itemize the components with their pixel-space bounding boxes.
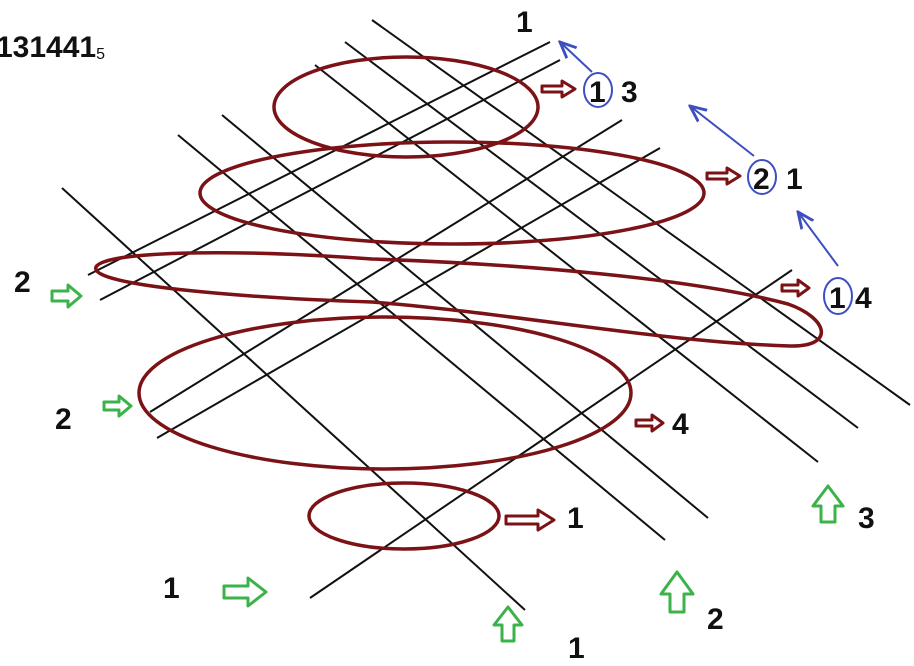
right-arrow-icon <box>504 508 556 532</box>
right-arrow-icon <box>705 166 742 186</box>
group-loop-3 <box>94 251 824 348</box>
intersection-groups <box>94 55 824 551</box>
group-count: 4 <box>672 408 689 441</box>
line-bottom-1 <box>61 187 526 611</box>
result-number: 1314415 <box>0 31 105 64</box>
first-factor-lines <box>87 41 793 599</box>
group-count: 1 <box>567 502 584 535</box>
carry-arrows <box>560 42 839 267</box>
line-left-1 <box>309 269 793 599</box>
left-digit-label: 2 <box>14 266 31 299</box>
input-arrows <box>50 283 845 643</box>
bottom-digit-label: 2 <box>707 603 724 636</box>
up-arrow-icon <box>811 484 845 524</box>
carry-arrow-icon <box>690 106 755 157</box>
left-digit-label: 2 <box>55 403 72 436</box>
group-loop-2 <box>198 140 706 246</box>
carry-circles <box>583 72 853 315</box>
left-digit-label: 1 <box>163 572 180 605</box>
right-arrow-icon <box>634 413 665 433</box>
second-factor-lines <box>61 19 911 611</box>
group-count: 4 <box>855 282 872 315</box>
top-carry-digit: 1 <box>516 6 533 39</box>
line-bottom-2b <box>221 114 709 519</box>
line-bottom-2a <box>177 134 666 541</box>
right-arrow-icon <box>780 278 811 298</box>
carry-arrow-icon <box>560 42 593 73</box>
group-loop-1 <box>272 55 540 159</box>
group-arrows <box>504 79 811 532</box>
right-arrow-icon <box>540 79 577 99</box>
bottom-digit-label: 3 <box>858 502 875 535</box>
carry-circle-3 <box>583 72 613 108</box>
right-arrow-icon <box>50 283 83 309</box>
carry-circle-2 <box>747 159 777 195</box>
up-arrow-icon <box>492 605 524 643</box>
carry-digit: 1 <box>589 76 606 109</box>
line-left-2b <box>156 147 661 439</box>
group-loop-5 <box>307 481 501 551</box>
right-arrow-icon <box>102 394 133 418</box>
line-left-2a <box>149 119 623 413</box>
carry-digit: 1 <box>829 282 846 315</box>
line-bottom-3a <box>314 64 819 463</box>
group-count: 1 <box>786 163 803 196</box>
carry-digit: 2 <box>753 163 770 196</box>
carry-arrow-icon <box>798 212 839 267</box>
group-loop-4 <box>137 315 633 471</box>
line-bottom-3c <box>371 19 911 406</box>
line-left-2c <box>87 41 551 276</box>
right-arrow-icon <box>222 576 268 608</box>
bottom-digit-label: 1 <box>568 632 585 665</box>
carry-circle-1 <box>823 277 853 315</box>
group-count: 3 <box>621 76 638 109</box>
up-arrow-icon <box>659 570 695 614</box>
